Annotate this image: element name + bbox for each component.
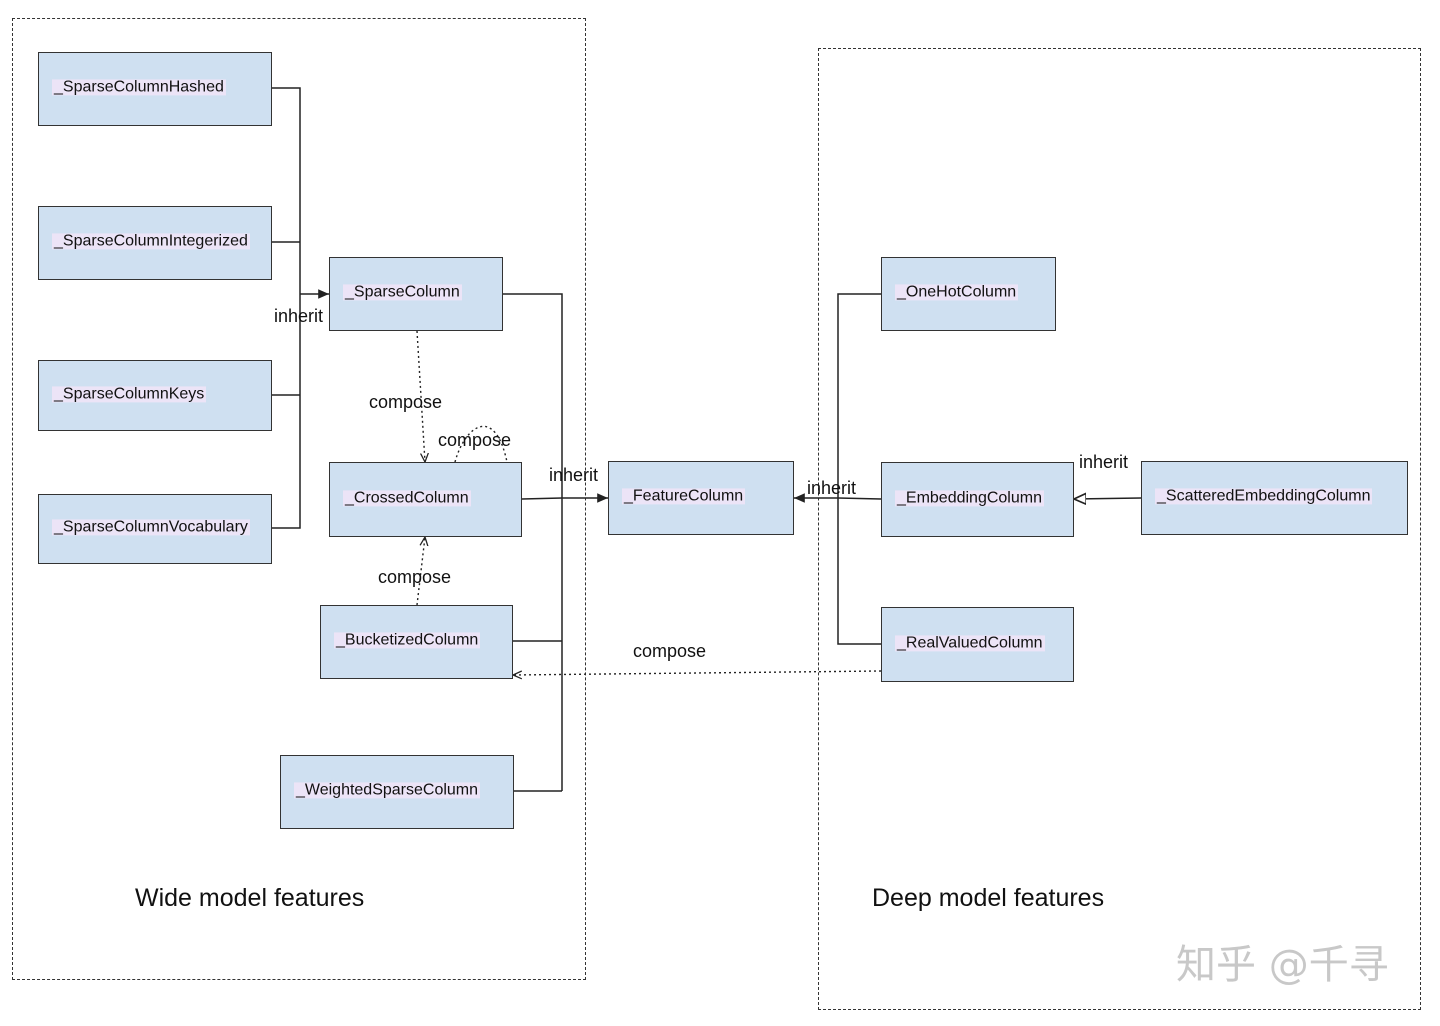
node-embedding-column[interactable]: _EmbeddingColumn — [881, 462, 1074, 537]
node-weighted-sparse-column[interactable]: _WeightedSparseColumn — [280, 755, 514, 829]
node-label: _SparseColumn — [343, 283, 462, 301]
edge-compose-sparse-crossed — [416, 330, 425, 462]
wide-model-region — [12, 18, 586, 980]
node-label: _SparseColumnVocabulary — [52, 518, 250, 536]
deep-model-region — [818, 48, 1421, 1010]
node-label: _FeatureColumn — [622, 487, 746, 505]
node-label: _WeightedSparseColumn — [294, 781, 481, 799]
node-label: _SparseColumnIntegerized — [52, 232, 250, 250]
edge-label-compose-crossed-self: compose — [438, 430, 512, 450]
edge-compose-crossed-self — [454, 425, 508, 463]
node-realvalued-column[interactable]: _RealValuedColumn — [881, 607, 1074, 682]
edge-label-compose-realvalued-bucketized: compose — [633, 641, 707, 661]
edge-label-inherit-feature-left: inherit — [549, 465, 599, 485]
edge-scattered-embedding — [1074, 498, 1142, 499]
node-label: _CrossedColumn — [343, 488, 471, 506]
node-label: _ScatteredEmbeddingColumn — [1155, 487, 1373, 505]
node-label: _RealValuedColumn — [895, 633, 1045, 651]
node-sparse-column-hashed[interactable]: _SparseColumnHashed — [38, 52, 272, 126]
watermark: 知乎 @千寻 — [1176, 942, 1389, 988]
node-feature-column[interactable]: _FeatureColumn — [608, 461, 794, 535]
node-crossed-column[interactable]: _CrossedColumn — [329, 462, 522, 537]
deep-model-title: Deep model features — [872, 884, 1105, 912]
edge-label-compose-bucketized-crossed: compose — [378, 567, 452, 587]
node-label: _SparseColumnHashed — [52, 78, 226, 96]
edge-onehot-bus — [837, 293, 881, 645]
node-label: _EmbeddingColumn — [895, 488, 1044, 506]
node-bucketized-column[interactable]: _BucketizedColumn — [320, 605, 513, 679]
node-label: _SparseColumnKeys — [52, 384, 207, 402]
node-onehot-column[interactable]: _OneHotColumn — [881, 257, 1056, 331]
edge-crossed-feature — [521, 493, 608, 503]
node-sparse-column-vocabulary[interactable]: _SparseColumnVocabulary — [38, 494, 272, 564]
node-sparse-column-integerized[interactable]: _SparseColumnIntegerized — [38, 206, 272, 280]
edge-label-inherit-scattered: inherit — [1079, 452, 1129, 472]
edge-embedding-feature — [794, 493, 882, 503]
node-sparse-column[interactable]: _SparseColumn — [329, 257, 503, 331]
node-scattered-embedding-column[interactable]: _ScatteredEmbeddingColumn — [1141, 461, 1408, 535]
node-sparse-column-keys[interactable]: _SparseColumnKeys — [38, 360, 272, 431]
edge-sparsecolumn-bus — [503, 293, 563, 791]
edge-hashed-bus — [272, 87, 301, 294]
wide-model-title: Wide model features — [135, 884, 365, 912]
edge-label-inherit-feature-right: inherit — [807, 478, 857, 498]
node-label: _OneHotColumn — [895, 283, 1019, 301]
node-label: _BucketizedColumn — [334, 631, 481, 649]
edge-label-inherit-sparse: inherit — [274, 306, 324, 326]
edge-compose-realvalued-bucketized — [513, 670, 882, 675]
edge-compose-bucketized-crossed — [416, 537, 425, 606]
edge-vocabulary-bus — [272, 294, 301, 529]
edge-label-compose-sparse-crossed: compose — [369, 392, 443, 412]
